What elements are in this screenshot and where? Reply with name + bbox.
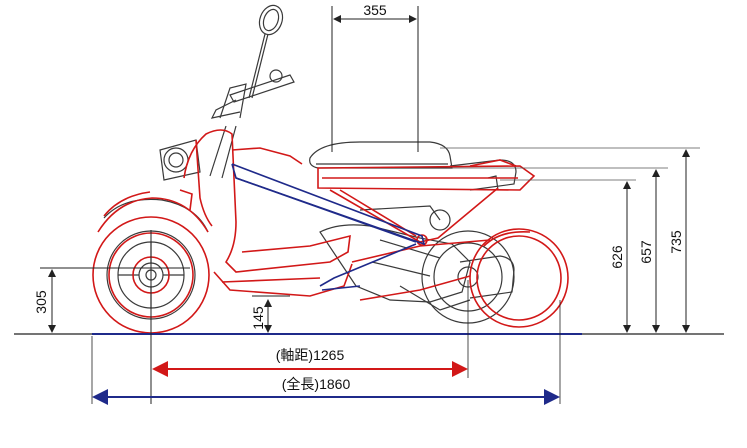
dim-ground-clearance-label: 145 <box>250 306 266 330</box>
blue-frame-overlay <box>231 163 426 291</box>
height-reference-lines <box>440 147 700 181</box>
scooter-line-drawing <box>103 4 517 324</box>
dim-seat-width-label: 355 <box>363 2 387 18</box>
dim-735-label: 735 <box>668 230 684 254</box>
seat <box>309 141 453 169</box>
handlebar <box>209 69 295 179</box>
dim-ground-clearance <box>252 295 290 333</box>
red-frame-overlay <box>92 129 569 334</box>
dim-front-axle-label: 305 <box>33 290 49 314</box>
dim-front-axle <box>40 230 190 404</box>
dim-626-label: 626 <box>609 245 625 269</box>
dim-wheelbase-label: (軸距)1265 <box>276 347 345 363</box>
rear-carrier <box>449 159 517 191</box>
headlight <box>159 139 201 181</box>
dim-seat-width <box>331 6 419 152</box>
dim-overall-length-label: (全長)1860 <box>282 376 351 392</box>
mirror <box>248 4 284 99</box>
dim-657-label: 657 <box>638 240 654 264</box>
